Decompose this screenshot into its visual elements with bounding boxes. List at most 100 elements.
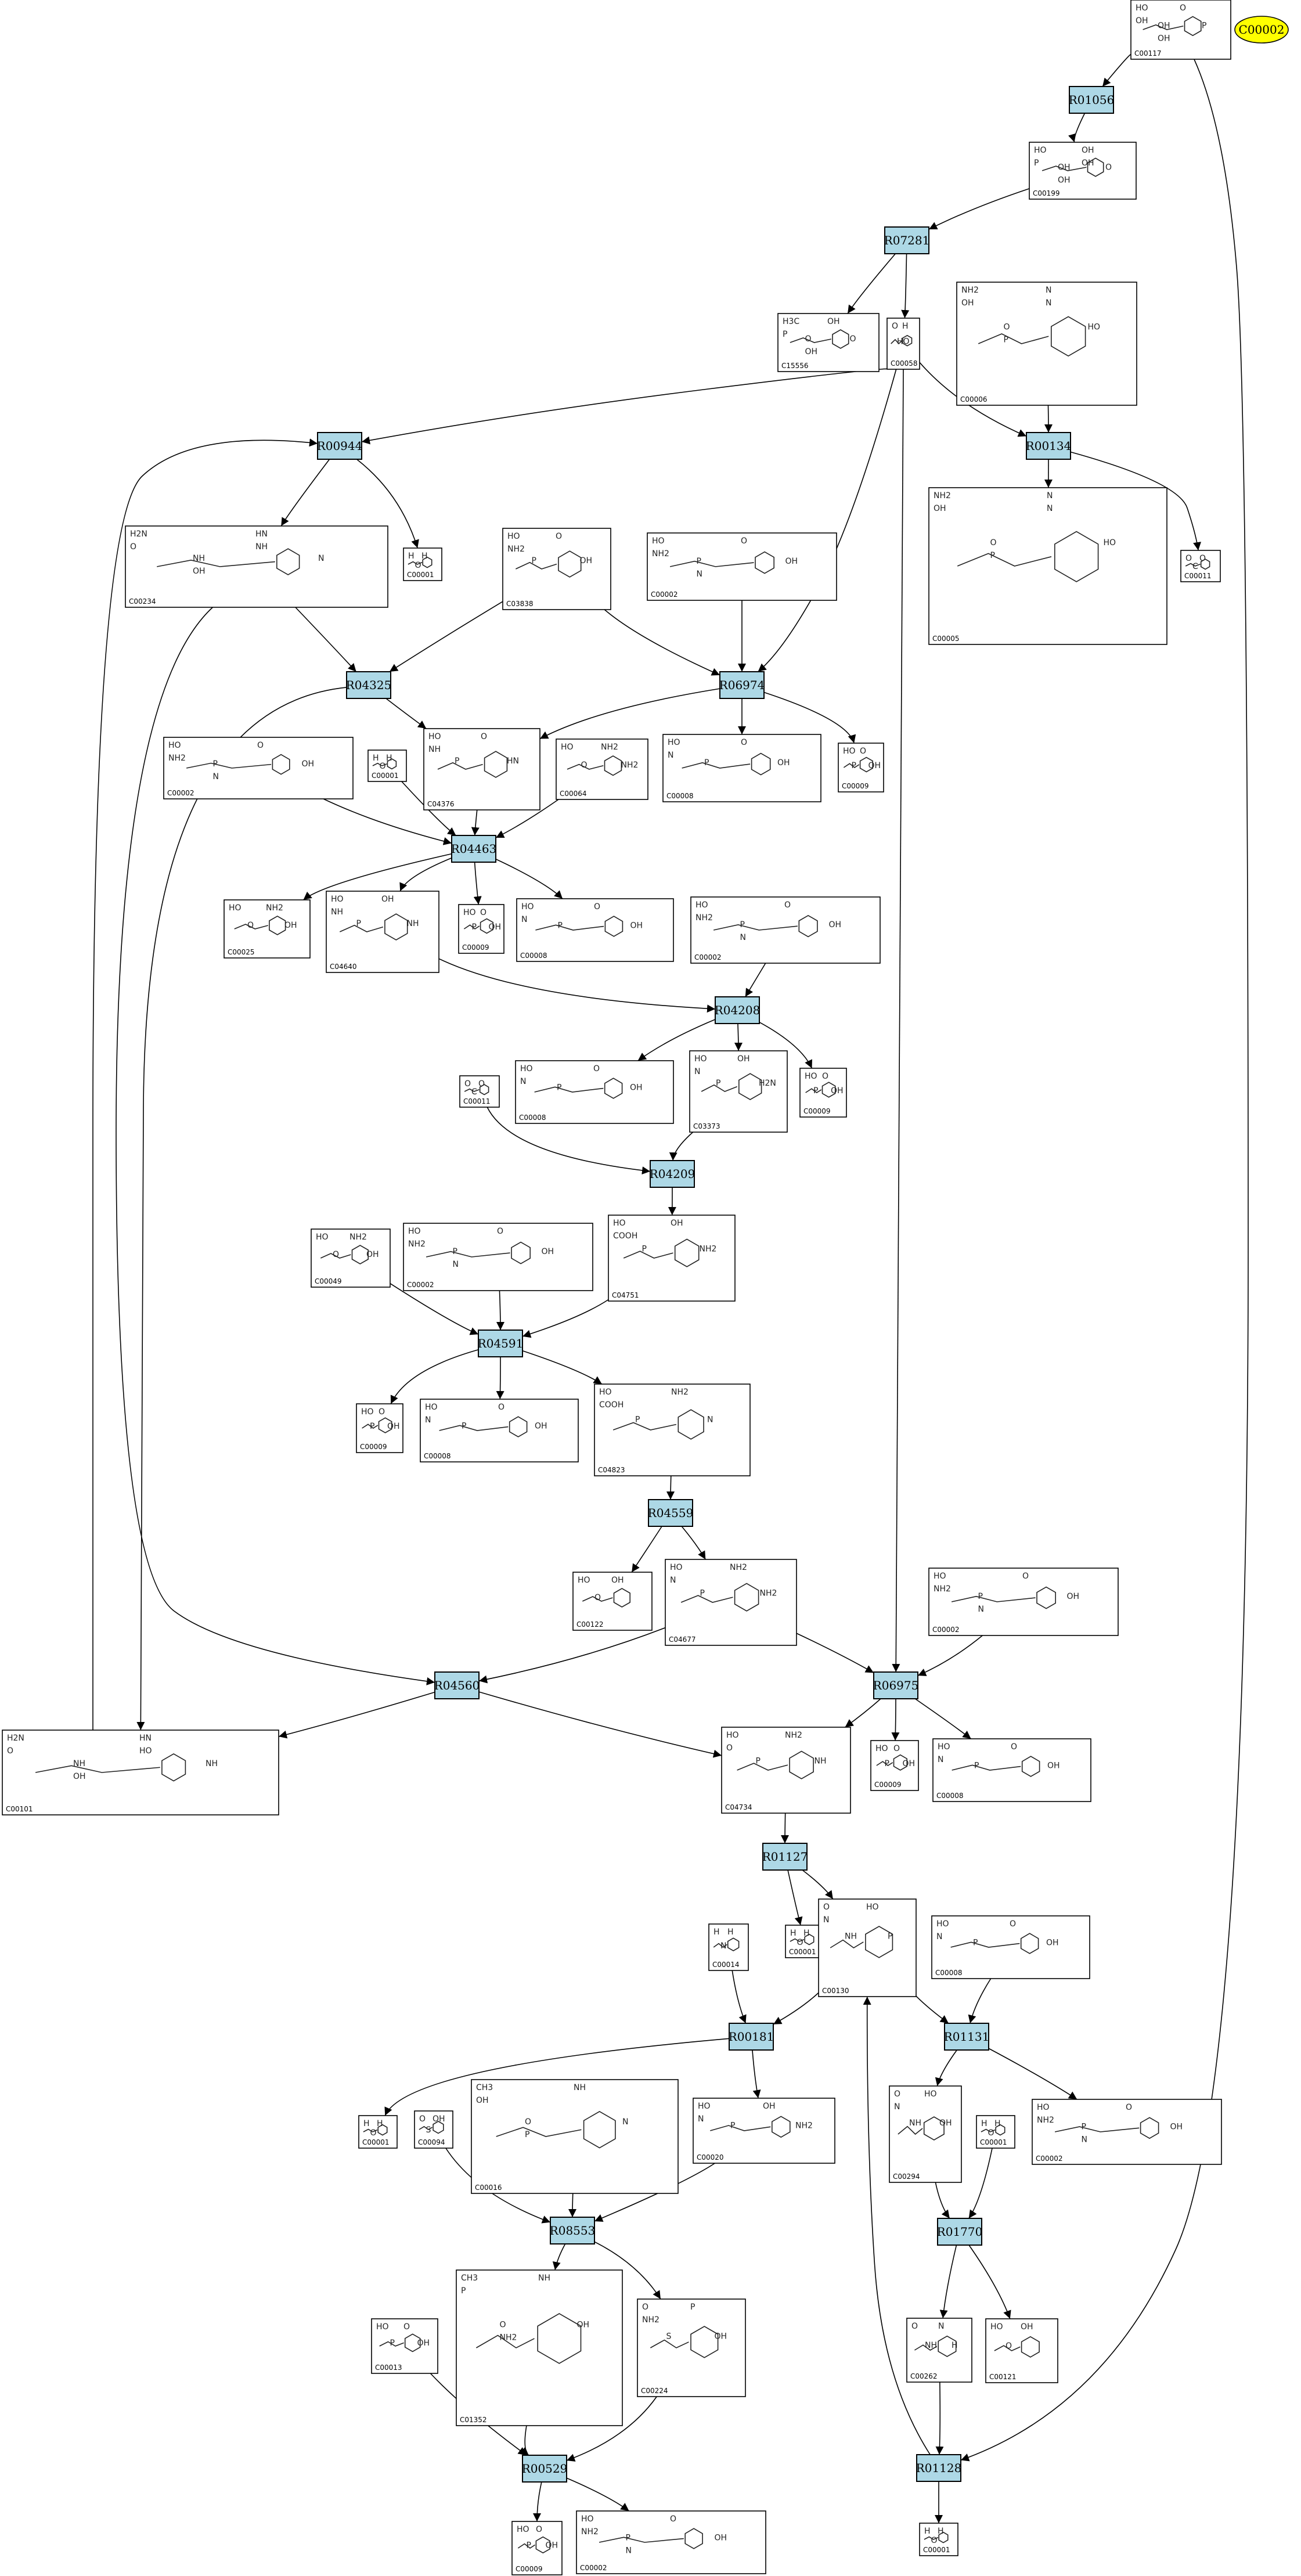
atom-label: P xyxy=(626,2533,630,2542)
reaction-R04325[interactable]: R04325 xyxy=(346,671,392,699)
atom-label: OH xyxy=(73,1772,86,1781)
edge-R01128-C00130 xyxy=(863,1996,931,2455)
reaction-R00181[interactable]: R00181 xyxy=(729,2023,774,2051)
reaction-box xyxy=(762,1843,808,1871)
edge-R08553-C00224 xyxy=(594,2241,661,2300)
reaction-R04560[interactable]: R04560 xyxy=(434,1671,480,1699)
compound-id: C00262 xyxy=(910,2372,938,2380)
compound-id: C00001 xyxy=(407,571,434,579)
reaction-R01056[interactable]: R01056 xyxy=(1069,86,1115,114)
reaction-R00134[interactable]: R00134 xyxy=(1026,432,1072,460)
reaction-R08553[interactable]: R08553 xyxy=(550,2217,596,2244)
reaction-R01127[interactable]: R01127 xyxy=(762,1843,808,1871)
atom-label: P xyxy=(370,1422,374,1431)
reaction-R04591[interactable]: R04591 xyxy=(478,1330,524,1357)
atom-label: NH2 xyxy=(671,1388,689,1397)
highlight-compound-C00002[interactable]: C00002 xyxy=(1234,16,1289,44)
reaction-R01128[interactable]: R01128 xyxy=(916,2454,962,2482)
reaction-R04559[interactable]: R04559 xyxy=(648,1499,694,1527)
atom-label: O xyxy=(594,1593,601,1602)
atom-label: O xyxy=(130,542,136,552)
reaction-R07281[interactable]: R07281 xyxy=(884,226,930,254)
atom-label: O xyxy=(797,1938,803,1947)
compound-id: C04751 xyxy=(612,1291,639,1299)
reaction-R06975[interactable]: R06975 xyxy=(873,1671,919,1699)
structure-drawing xyxy=(419,2120,444,2134)
reaction-R06974[interactable]: R06974 xyxy=(719,671,765,699)
reaction-R04463[interactable]: R04463 xyxy=(451,835,497,863)
reaction-R04208[interactable]: R04208 xyxy=(715,996,761,1024)
atom-label: NH xyxy=(193,554,205,563)
edge-R01770-C00121 xyxy=(968,2244,1011,2319)
atom-label: H xyxy=(363,2119,370,2128)
reaction-R01131[interactable]: R01131 xyxy=(944,2023,990,2051)
atom-label: OH xyxy=(577,2320,590,2329)
atom-label: HO xyxy=(428,732,441,741)
reaction-R04209[interactable]: R04209 xyxy=(650,1160,695,1188)
reaction-R00944[interactable]: R00944 xyxy=(317,432,363,460)
atom-label: P xyxy=(642,1244,647,1253)
reaction-R01770[interactable]: R01770 xyxy=(937,2218,983,2246)
reaction-R00529[interactable]: R00529 xyxy=(522,2455,568,2483)
highlight-label: C00002 xyxy=(1239,23,1285,37)
